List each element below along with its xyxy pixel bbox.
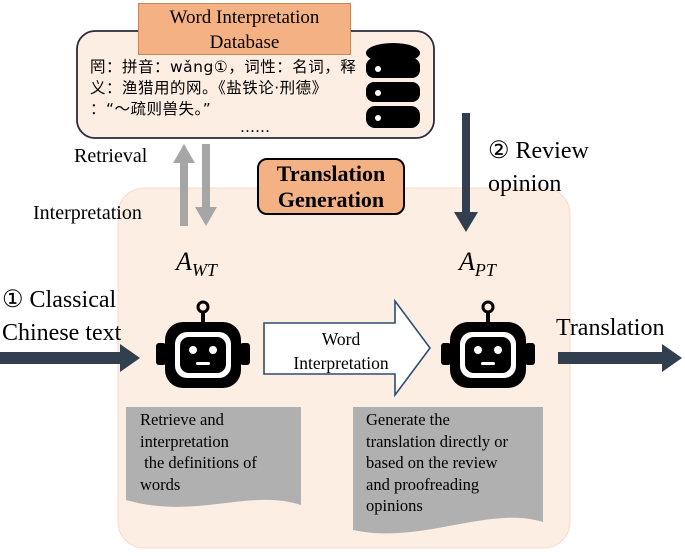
retrieval-label: Retrieval [74, 145, 148, 167]
translation-output-label: Translation [556, 315, 665, 341]
agent-awt-base: A [176, 247, 192, 276]
agent-apt-sub: PT [474, 260, 496, 280]
output-arrow [558, 344, 682, 372]
database-entry-line-3: ：“～疏则兽失。” [90, 100, 212, 118]
translation-generation-box: Translation Generation [257, 158, 405, 215]
database-entry-line-1: 罔：拼音：wǎng①，词性：名词，释 [90, 58, 357, 76]
agent-awt-label: AWT [176, 247, 217, 281]
apt-note-text: Generate the translation directly or bas… [366, 410, 509, 515]
interpretation-arrow [195, 144, 217, 226]
robot-awt-icon [156, 300, 250, 388]
awt-note-shape [126, 407, 301, 507]
database-title: Word Interpretation Database [138, 3, 351, 55]
database-icon [366, 43, 420, 128]
agent-awt-sub: WT [191, 260, 217, 280]
agent-apt-base: A [459, 247, 475, 276]
word-interpretation-arrow [263, 298, 431, 398]
review-arrow [454, 113, 478, 232]
classical-chinese-text-label: ① Classical Chinese text [2, 287, 122, 346]
agent-apt-label: APT [459, 247, 496, 281]
interpretation-label: Interpretation [33, 202, 142, 224]
database-entry-line-2: 义：渔猎用的网。《盐铁论·刑德》 [90, 79, 328, 97]
database-ellipsis: …… [240, 118, 270, 136]
robot-apt-icon [441, 300, 535, 388]
apt-note-shape [353, 407, 543, 534]
review-opinion-label: ② Review opinion [488, 138, 589, 197]
retrieval-arrow [173, 144, 195, 226]
input-arrow [0, 344, 140, 372]
awt-note-text: Retrieve and interpretation the definiti… [140, 410, 257, 494]
word-interpretation-label: Word Interpretation [293, 329, 389, 373]
